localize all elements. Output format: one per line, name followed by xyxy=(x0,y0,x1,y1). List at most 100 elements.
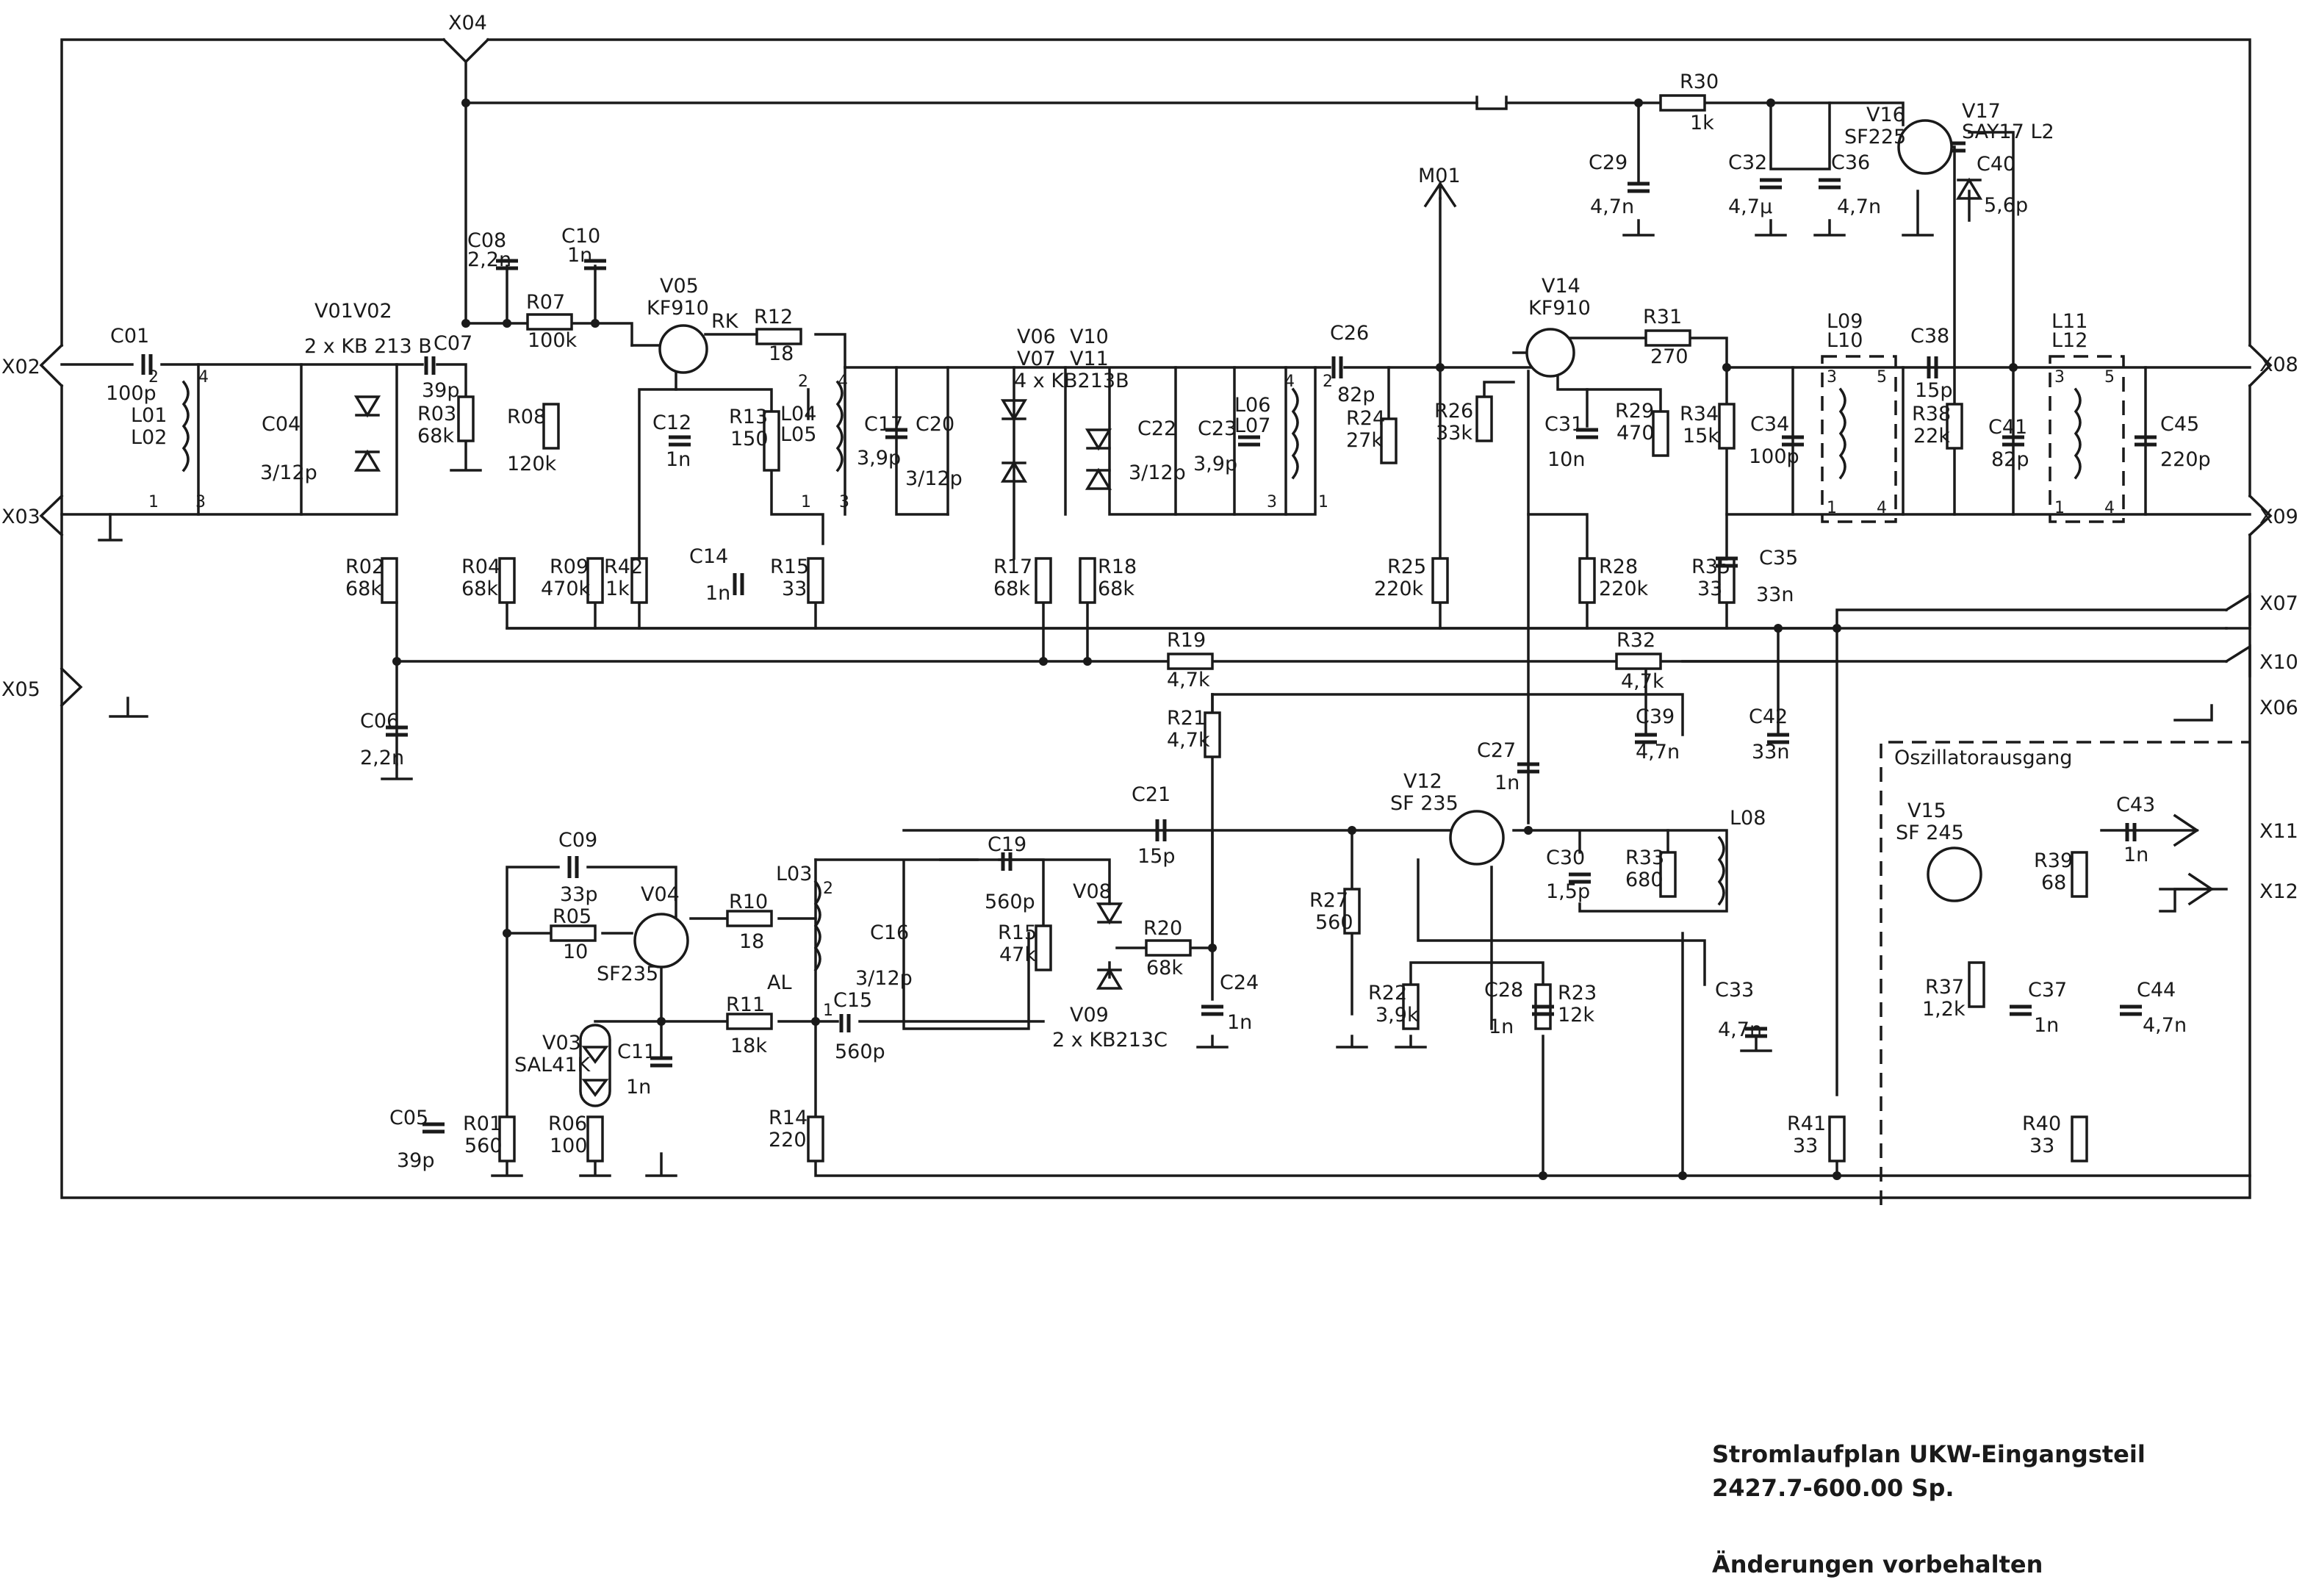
value-r32: 4,7k xyxy=(1621,670,1664,693)
label-v06-v11-type: 4 x KB213B xyxy=(1014,370,1129,392)
label-r13: R13 xyxy=(729,406,768,428)
label-r33: R33 xyxy=(1625,846,1664,869)
label-v04-type: SF235 xyxy=(597,963,658,985)
frame xyxy=(60,37,2251,1199)
label-c24: C24 xyxy=(1220,971,1259,994)
label-c34: C34 xyxy=(1750,413,1789,436)
value-r33: 680 xyxy=(1625,869,1664,891)
label-r34: R34 xyxy=(1680,403,1719,425)
label-r01: R01 xyxy=(463,1112,502,1135)
label-c06: C06 xyxy=(360,710,399,733)
pin-l09-1: 1 xyxy=(1827,499,1837,517)
value-c27: 1n xyxy=(1495,772,1520,794)
connector-arrows xyxy=(39,181,2273,906)
oscillator-output-box xyxy=(1880,741,2250,1205)
label-r07: R07 xyxy=(526,291,565,314)
value-r18: 68k xyxy=(1098,578,1134,600)
label-c10: C10 xyxy=(561,225,600,248)
label-r35: R35 xyxy=(1691,556,1730,578)
value-r24: 27k xyxy=(1346,429,1383,452)
value-r09: 470k xyxy=(541,578,591,600)
value-r15: 33 xyxy=(782,578,807,600)
label-v15-type: SF 245 xyxy=(1896,822,1964,844)
value-r22: 3,9k xyxy=(1375,1004,1419,1027)
label-l11: L11 xyxy=(2051,310,2087,333)
label-r05: R05 xyxy=(553,905,591,928)
label-r15: R15 xyxy=(770,556,809,578)
value-r06: 100 xyxy=(550,1135,588,1157)
value-r04: 68k xyxy=(461,578,498,600)
label-c04: C04 xyxy=(262,413,301,436)
label-r26: R26 xyxy=(1434,400,1473,423)
label-r17: R17 xyxy=(993,556,1032,578)
connector-x08: X08 xyxy=(2259,353,2298,376)
value-r01: 560 xyxy=(464,1135,503,1157)
value-c08: 2,2n xyxy=(467,248,511,271)
label-r12: R12 xyxy=(754,306,793,328)
label-r25: R25 xyxy=(1387,556,1426,578)
label-c28: C28 xyxy=(1484,979,1523,1002)
value-r35: 33 xyxy=(1697,578,1722,600)
label-r11: R11 xyxy=(726,993,765,1016)
value-r41: 33 xyxy=(1793,1135,1818,1157)
value-r42: 1k xyxy=(605,578,630,600)
label-r32: R32 xyxy=(1616,629,1655,652)
value-c01: 100p xyxy=(106,382,157,405)
label-rk: RK xyxy=(711,310,739,333)
value-c30: 1,5p xyxy=(1546,880,1590,903)
label-c15: C15 xyxy=(833,989,872,1012)
label-v05-type: KF910 xyxy=(647,297,709,320)
pin-l11-4: 4 xyxy=(2104,499,2115,517)
label-c14: C14 xyxy=(689,545,728,568)
value-r10: 18 xyxy=(739,930,764,953)
value-c04: 3/12p xyxy=(260,461,317,484)
label-c42: C42 xyxy=(1749,705,1788,728)
label-l03: L03 xyxy=(776,863,812,885)
label-l01: L01 xyxy=(131,404,167,427)
label-r28: R28 xyxy=(1599,556,1638,578)
value-r02: 68k xyxy=(345,578,382,600)
section-oscillator-output: Oszillatorausgang xyxy=(1894,747,2072,769)
value-r11: 18k xyxy=(730,1035,767,1057)
pin-l06-4: 4 xyxy=(1284,373,1295,391)
label-l02: L02 xyxy=(131,426,167,449)
label-c38: C38 xyxy=(1910,325,1949,348)
label-c12: C12 xyxy=(652,411,691,434)
value-r05: 10 xyxy=(563,941,588,963)
value-c26: 82p xyxy=(1337,384,1375,406)
label-c23: C23 xyxy=(1198,417,1237,440)
connector-x11: X11 xyxy=(2259,820,2298,843)
label-c29: C29 xyxy=(1589,151,1628,174)
label-v07: V07 xyxy=(1017,348,1056,370)
value-c16: 3/12p xyxy=(855,967,913,990)
label-c33: C33 xyxy=(1715,979,1754,1002)
label-r21: R21 xyxy=(1167,707,1206,730)
value-r15b: 47k xyxy=(999,943,1036,966)
value-r19: 4,7k xyxy=(1167,669,1210,691)
label-r37: R37 xyxy=(1925,976,1964,999)
label-c39: C39 xyxy=(1636,705,1675,728)
label-c19: C19 xyxy=(988,833,1026,856)
label-c17: C17 xyxy=(864,413,903,436)
capacitor-labels: C01 100p C04 3/12p C07 39p C08 2,2n C10 … xyxy=(106,151,2211,1172)
label-v01v02-type: 2 x KB 213 B xyxy=(304,335,432,358)
connector-x03: X03 xyxy=(1,506,40,528)
value-c36: 4,7n xyxy=(1837,195,1881,218)
ground-symbols xyxy=(98,190,2228,1177)
drawing-number: 2427.7-600.00 Sp. xyxy=(1712,1474,1954,1502)
value-r37: 1,2k xyxy=(1922,998,1966,1021)
label-c20: C20 xyxy=(916,413,954,436)
label-c40: C40 xyxy=(1977,153,2015,176)
connector-x09: X09 xyxy=(2259,506,2298,528)
label-r03: R03 xyxy=(417,403,456,425)
label-v05: V05 xyxy=(660,275,699,298)
label-l09: L09 xyxy=(1827,310,1863,333)
label-l07: L07 xyxy=(1234,414,1270,437)
label-v16-type: SF225 xyxy=(1844,126,1906,148)
label-r29: R29 xyxy=(1615,400,1654,423)
pin-l04-2: 2 xyxy=(798,373,808,391)
label-v14: V14 xyxy=(1542,275,1580,298)
label-r22: R22 xyxy=(1368,982,1407,1004)
value-r28: 220k xyxy=(1599,578,1649,600)
label-c45: C45 xyxy=(2160,413,2199,436)
